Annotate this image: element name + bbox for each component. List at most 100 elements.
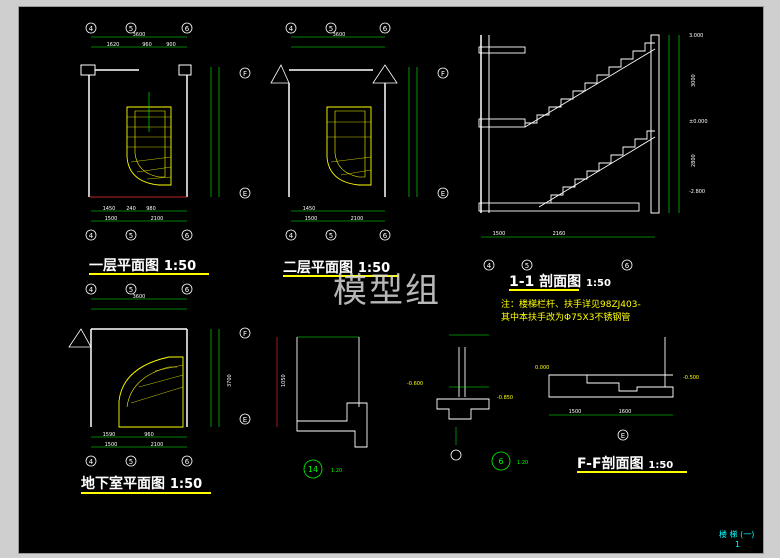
- detail-scale: 1:20: [331, 468, 342, 474]
- dimension-text: 1500: [569, 409, 582, 415]
- axis-label: E: [441, 190, 445, 198]
- axis-label: 5: [329, 232, 333, 240]
- title-basement: 地下室平面图 1:50: [81, 473, 202, 493]
- axis-label: 4: [89, 286, 94, 294]
- title-scale: 1:50: [357, 261, 391, 276]
- dimension-text: 1600: [619, 409, 632, 415]
- title-block-sheet: 1: [735, 540, 741, 549]
- level-mark: ±0.000: [689, 119, 708, 125]
- axis-label: E: [243, 190, 247, 198]
- note-line-1: 注：楼梯栏杆、扶手详见98ZJ403-: [501, 300, 641, 310]
- axis-label: 5: [129, 286, 133, 294]
- detail-number: 6: [498, 457, 503, 466]
- title-underline: [509, 289, 579, 291]
- axis-label: 6: [383, 232, 388, 240]
- title-scale: 1:50: [586, 278, 611, 289]
- dimension-text: 2100: [151, 216, 164, 222]
- title-text: 1-1 剖面图: [509, 274, 582, 290]
- level-mark: 3.000: [689, 33, 703, 39]
- title-block-label: 楼 梯 (一): [719, 530, 755, 539]
- second-floor-plan: 4 5 6 3600 F E 1450 1500 2100 4 5 6: [270, 22, 449, 241]
- title-underline: [283, 275, 399, 277]
- detail-number: 14: [308, 465, 318, 474]
- dimension-text: 1450: [103, 206, 116, 212]
- level-mark: 0.000: [535, 365, 549, 371]
- axis-label: 5: [525, 262, 529, 270]
- title-text: F-F剖面图: [577, 456, 644, 472]
- dimension-text: 1620: [107, 42, 120, 48]
- title-text: 地下室平面图: [81, 476, 165, 492]
- first-floor-plan: 4 5 6 3600 1620 960 900 F E: [80, 22, 251, 241]
- title-text: 一层平面图: [89, 258, 159, 274]
- axis-label: F: [441, 70, 445, 78]
- axis-label: 4: [487, 262, 492, 270]
- axis-bubble: [125, 22, 137, 34]
- title-first-floor: 一层平面图 1:50: [89, 255, 196, 275]
- section-f-f: 0.000 -0.500 1500 1600 E: [535, 337, 699, 441]
- axis-label: 6: [383, 25, 388, 33]
- axis-label: 6: [185, 286, 190, 294]
- dimension-text: 1500: [105, 216, 118, 222]
- basement-plan: 4 5 6 3600 3700 F E 1590 960 1500 2100 4…: [68, 283, 251, 467]
- section-1-1: 3.000 ±0.000 -2.800 3000 2800 1500 2160 …: [478, 33, 708, 271]
- dimension-text: 2160: [553, 231, 566, 237]
- title-second-floor: 二层平面图 1:50: [283, 257, 390, 277]
- axis-label: E: [243, 416, 247, 424]
- axis-bubble: [181, 22, 193, 34]
- axis-label: 4: [89, 232, 94, 240]
- axis-label: 4: [89, 458, 94, 466]
- axis-label: 4: [289, 232, 294, 240]
- dimension-text: 1590: [103, 432, 116, 438]
- level-mark: -0.850: [497, 395, 513, 401]
- watermark: 模型组: [333, 271, 441, 311]
- dimension-text: 1450: [303, 206, 316, 212]
- dimension-text: 2100: [351, 216, 364, 222]
- dimension-text: 3600: [133, 294, 146, 300]
- axis-bubble: [85, 22, 97, 34]
- detail-scale: 1:20: [517, 460, 528, 466]
- axis-label: 4: [89, 25, 94, 33]
- axis-label: 4: [289, 25, 294, 33]
- dimension-text: 1050: [281, 374, 287, 387]
- cad-drawing: 4 5 6 3600 1620 960 900 F E: [68, 22, 708, 479]
- dimension-text: 960: [142, 42, 152, 48]
- title-underline: [577, 471, 687, 473]
- note-line-2: 其中本扶手改为Φ75X3不锈钢管: [501, 313, 631, 323]
- detail-6: -0.600 -0.850 6 1:20: [407, 334, 528, 471]
- title-section-1-1: 1-1 剖面图 1:50: [509, 271, 611, 291]
- axis-label: 6: [185, 25, 190, 33]
- axis-label: 6: [185, 458, 190, 466]
- axis-label: 5: [129, 25, 133, 33]
- title-scale: 1:50: [648, 460, 674, 471]
- title-text: 二层平面图: [283, 260, 353, 276]
- axis-label: 5: [129, 458, 133, 466]
- dimension-text: 3000: [691, 74, 697, 87]
- dimension-text: 980: [146, 206, 156, 212]
- detail-14: 1050 14 1:20: [276, 336, 368, 479]
- dimension-text: 2800: [691, 154, 697, 167]
- level-mark: -0.600: [407, 381, 423, 387]
- axis-label: F: [243, 70, 247, 78]
- dimension-text: 3600: [133, 32, 146, 38]
- title-scale: 1:50: [169, 477, 203, 492]
- axis-label: 6: [625, 262, 630, 270]
- dimension-text: 900: [166, 42, 176, 48]
- drawing-sheet: 4 5 6 3600 1620 960 900 F E: [18, 6, 764, 554]
- title-underline: [89, 273, 209, 275]
- dimension-text: 3600: [333, 32, 346, 38]
- axis-label: E: [621, 432, 625, 440]
- dimension-text: 1500: [493, 231, 506, 237]
- title-underline: [81, 492, 211, 494]
- dimension-text: 960: [144, 432, 154, 438]
- axis-label: 5: [129, 232, 133, 240]
- axis-label: 6: [185, 232, 190, 240]
- dimension-text: 240: [126, 206, 136, 212]
- title-section-f-f: F-F剖面图 1:50: [577, 453, 673, 473]
- dimension-text: 1500: [105, 442, 118, 448]
- axis-label: F: [243, 330, 247, 338]
- title-scale: 1:50: [163, 259, 197, 274]
- dimension-text: 2100: [151, 442, 164, 448]
- level-mark: -0.500: [683, 375, 699, 381]
- level-mark: -2.800: [689, 189, 705, 195]
- dimension-text: 1500: [305, 216, 318, 222]
